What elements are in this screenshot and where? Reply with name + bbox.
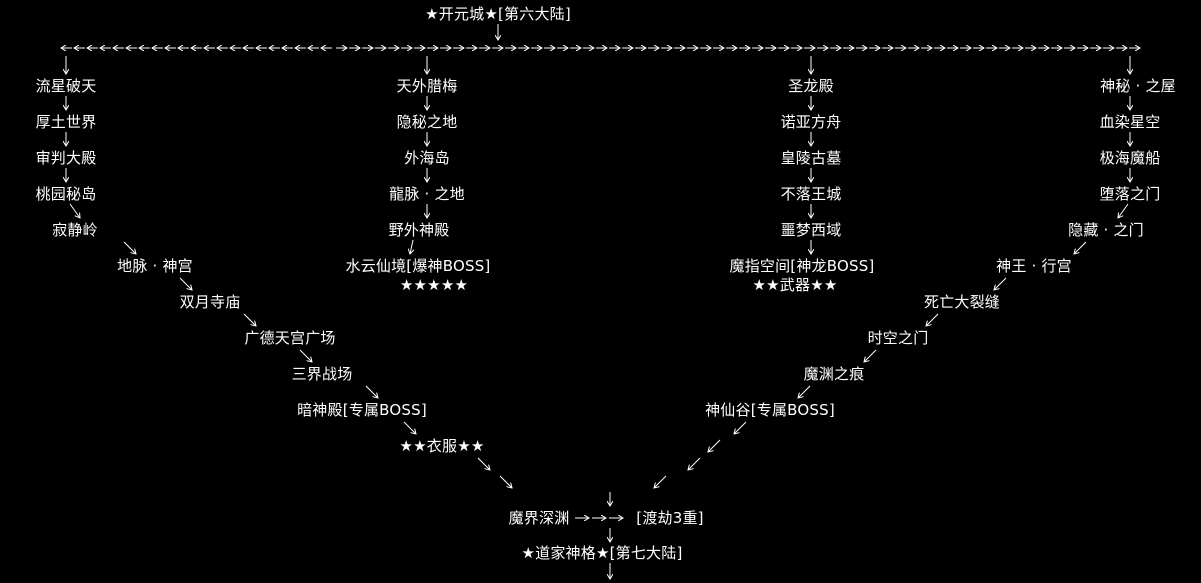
arrow-left-diag bbox=[123, 241, 136, 254]
arrow-right-diag bbox=[708, 439, 721, 452]
node-c3-3: 不落王城 bbox=[780, 185, 842, 203]
node-c3-5: 魔指空间[神龙BOSS] bbox=[729, 257, 875, 275]
arrow-right-diag bbox=[1074, 241, 1087, 254]
arrow-right-diag bbox=[926, 313, 939, 326]
node-left-diag-5: ★★衣服★★ bbox=[399, 437, 485, 455]
arrow-c2-diag bbox=[410, 239, 413, 254]
node-c2-5: 水云仙境[爆神BOSS] bbox=[345, 257, 491, 275]
node-c4-4: 隐藏 · 之门 bbox=[1068, 221, 1144, 239]
node-start: ★开元城★[第六大陆] bbox=[425, 5, 571, 23]
arrow-right-diag bbox=[734, 421, 747, 434]
node-c2-3: 龍脉 · 之地 bbox=[389, 185, 465, 203]
node-left-diag-0: 地脉 · 神宫 bbox=[117, 257, 193, 275]
arrow-c4-diag bbox=[1118, 203, 1129, 218]
node-c1-1: 厚土世界 bbox=[35, 113, 97, 131]
arrow-right-diag bbox=[798, 385, 811, 398]
node-left-diag-4: 暗神殿[专属BOSS] bbox=[297, 401, 427, 419]
arrow-left-diag bbox=[477, 457, 490, 470]
node-end: ★道家神格★[第七大陆] bbox=[521, 544, 683, 562]
node-c2-2: 外海岛 bbox=[404, 149, 450, 167]
node-abyss: 魔界深渊 bbox=[508, 509, 570, 527]
node-c4-3: 堕落之门 bbox=[1099, 185, 1161, 203]
arrow-left-diag bbox=[403, 421, 416, 434]
node-c2-4: 野外神殿 bbox=[388, 221, 450, 239]
node-c2-rating: ★★★★★ bbox=[399, 276, 469, 294]
arrow-left-diag bbox=[365, 385, 378, 398]
arrow-c1-diag bbox=[69, 203, 80, 218]
node-c2-1: 隐秘之地 bbox=[396, 113, 458, 131]
node-c3-rating: ★★武器★★ bbox=[752, 276, 838, 294]
node-trial: [渡劫3重] bbox=[636, 509, 704, 527]
arrow-left-diag bbox=[299, 349, 312, 362]
node-left-diag-2: 广德天宫广场 bbox=[244, 329, 336, 347]
node-c1-0: 流星破天 bbox=[35, 77, 97, 95]
arrow-right-diag bbox=[864, 349, 877, 362]
node-c2-0: 天外腊梅 bbox=[396, 77, 458, 95]
arrow-left-diag bbox=[243, 313, 256, 326]
node-c3-4: 噩梦西域 bbox=[780, 221, 842, 239]
node-right-diag-3: 魔渊之痕 bbox=[803, 365, 865, 383]
node-c4-2: 极海魔船 bbox=[1099, 149, 1161, 167]
arrow-right-diag bbox=[654, 475, 667, 488]
node-c4-0: 神秘 · 之屋 bbox=[1100, 77, 1176, 95]
node-c4-1: 血染星空 bbox=[1099, 113, 1161, 131]
node-right-diag-1: 死亡大裂缝 bbox=[923, 293, 1001, 311]
node-left-diag-3: 三界战场 bbox=[291, 365, 353, 383]
node-right-diag-2: 时空之门 bbox=[867, 329, 929, 347]
node-c3-1: 诺亚方舟 bbox=[780, 113, 842, 131]
node-c3-2: 皇陵古墓 bbox=[780, 149, 842, 167]
node-c1-2: 审判大殿 bbox=[35, 149, 97, 167]
arrow-left-diag bbox=[179, 277, 192, 290]
node-c1-4: 寂静岭 bbox=[52, 221, 98, 239]
node-right-diag-0: 神王 · 行宫 bbox=[996, 257, 1072, 275]
arrow-right-diag bbox=[688, 457, 701, 470]
node-right-diag-4: 神仙谷[专属BOSS] bbox=[705, 401, 835, 419]
arrow-right-diag bbox=[994, 277, 1007, 290]
node-left-diag-1: 双月寺庙 bbox=[179, 293, 241, 311]
arrow-left-diag bbox=[499, 475, 512, 488]
node-c3-0: 圣龙殿 bbox=[788, 77, 834, 95]
node-c1-3: 桃园秘岛 bbox=[35, 185, 97, 203]
